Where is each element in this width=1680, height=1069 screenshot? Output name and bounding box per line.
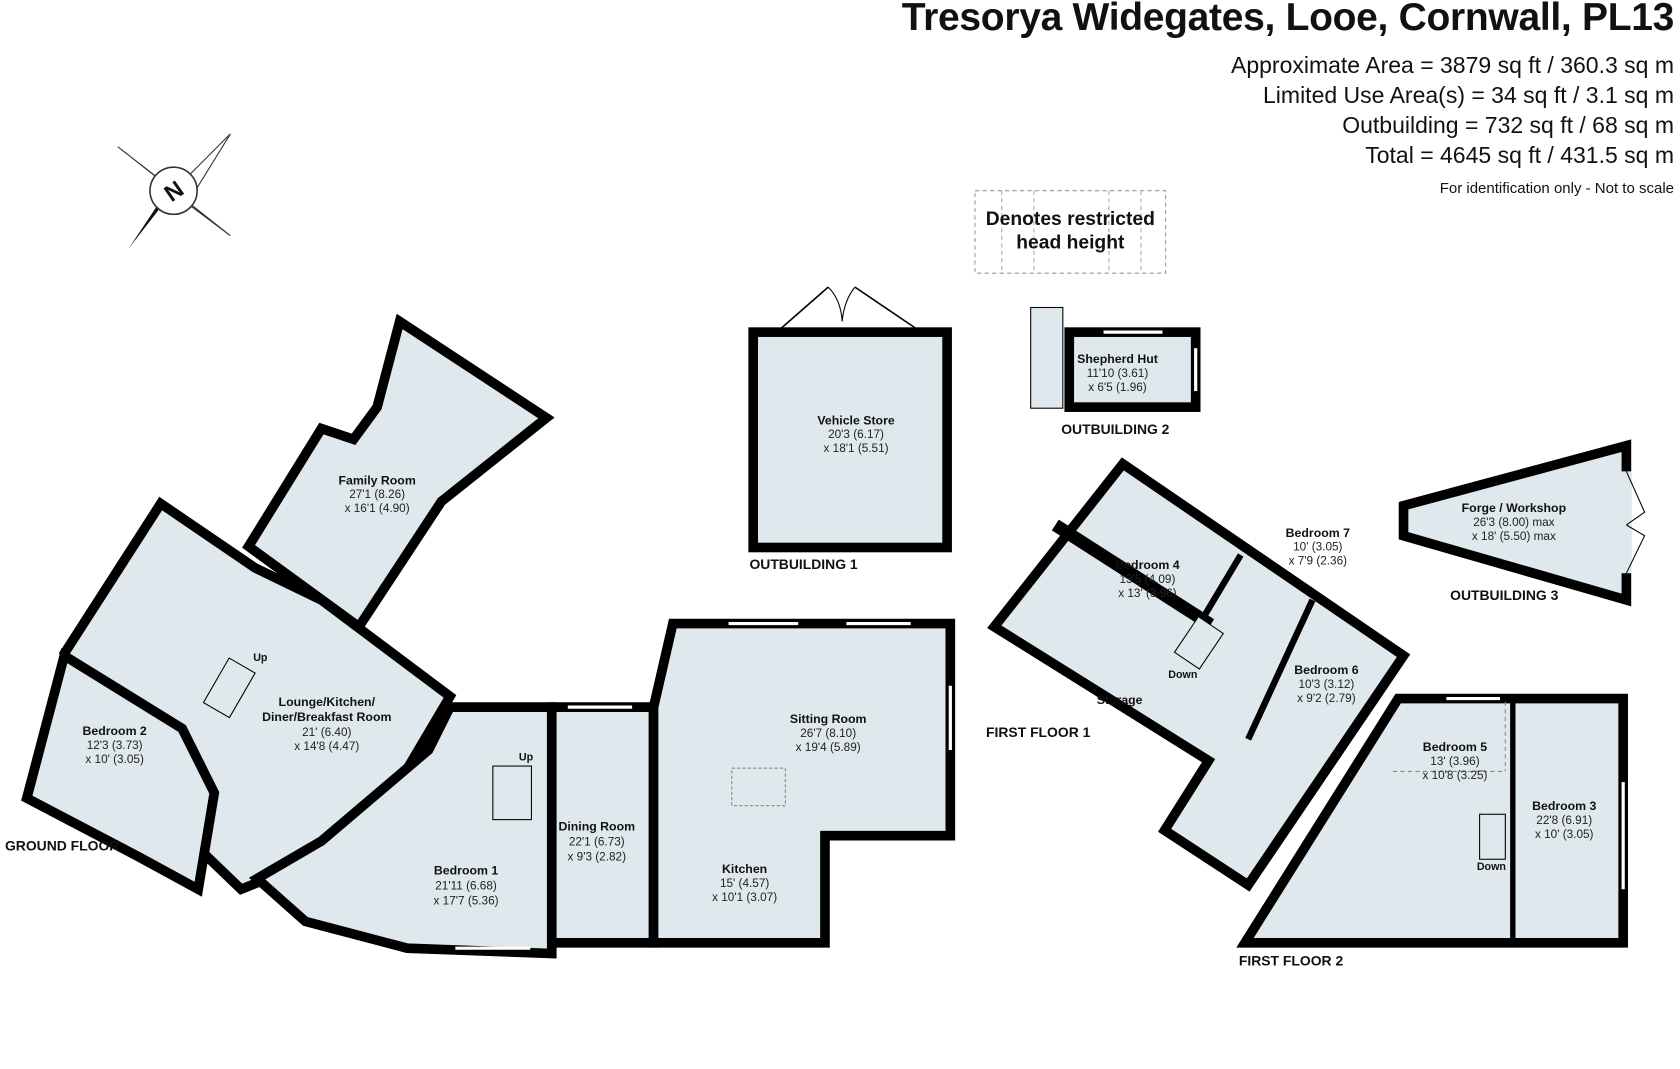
stairs-2 [202,657,256,719]
family-room-area [242,313,555,634]
bedroom1-area [248,702,557,959]
property-title: Tresorya Widegates, Looe, Cornwall, PL13 [901,0,1675,39]
bedroom4-dim2: x 13' (3.96) [1118,587,1177,600]
forge-dim1: 26'3 (8.00) max [1473,516,1554,529]
lounge-dim1: 21' (6.40) [302,726,351,739]
hut-steps [1030,306,1064,409]
bedroom7-name: Bedroom 7 [1286,526,1350,540]
bedroom1-dim2: x 17'7 (5.36) [434,894,499,907]
bedroom4-name: Bedroom 4 [1115,558,1179,572]
bedroom4-dim1: 13'5 (4.09) [1120,573,1176,586]
outbuilding3-label: OUTBUILDING 3 [1450,587,1558,603]
first-floor2-area [1236,693,1628,948]
outbuilding2-label: OUTBUILDING 2 [1061,421,1169,437]
forge-dim2: x 18' (5.50) max [1472,530,1556,543]
vehicle-store-area [748,327,952,553]
bedroom3-dim2: x 10' (3.05) [1535,828,1594,841]
bedroom3-name: Bedroom 3 [1532,799,1596,813]
disclaimer-note: For identification only - Not to scale [1439,180,1674,197]
first-floor2-plan [1236,693,1628,948]
ground-floor-plan [21,313,956,959]
bedroom6-name: Bedroom 6 [1294,663,1358,677]
bedroom5-dim2: x 10'8 (3.25) [1422,769,1487,782]
storage-name: Storage [1097,693,1143,707]
ground-floor-label: GROUND FLOOR [5,838,119,854]
legend-line1: Denotes restricted [986,209,1155,230]
first-floor2-label: FIRST FLOOR 2 [1239,952,1344,968]
stairs-3 [1173,615,1225,670]
first-floor1-plan [987,457,1411,892]
stairs-down-label: Down [1168,669,1197,681]
bedroom7-dim1: 10' (3.05) [1293,541,1342,554]
compass-icon: N [117,133,231,249]
stairs-up-label: Up [253,652,268,664]
bedroom1-dim1: 21'11 (6.68) [435,879,497,892]
outbuilding2-plan [1030,306,1201,412]
kitchen-dim1: 15' (4.57) [720,877,769,890]
forge-name: Forge / Workshop [1462,501,1567,515]
outbuilding-area: Outbuilding = 732 sq ft / 68 sq m [1342,112,1674,138]
roof-light [731,767,786,807]
first-floor1-area [987,457,1411,892]
shepherd-hut-dim1: 11'10 (3.61) [1087,367,1149,380]
lounge-name2: Diner/Breakfast Room [262,710,391,724]
sitting-room-dim1: 26'7 (8.10) [800,727,856,740]
approximate-area: Approximate Area = 3879 sq ft / 360.3 sq… [1230,52,1674,78]
legend-line2: head height [1016,233,1125,254]
bedroom3-dim1: 22'8 (6.91) [1536,814,1592,827]
bedroom6-dim2: x 9'2 (2.79) [1297,692,1356,705]
bedroom2-area [21,648,220,897]
lounge-dim2: x 14'8 (4.47) [294,740,359,753]
family-room-dim1: 27'1 (8.26) [349,488,405,501]
vehicle-store-name: Vehicle Store [817,413,894,427]
shepherd-hut-name: Shepherd Hut [1077,352,1158,366]
sitting-kitchen-area [648,618,956,948]
outbuilding1-label: OUTBUILDING 1 [749,556,857,572]
outbuilding1-plan [748,286,952,553]
bedroom5-dim1: 13' (3.96) [1430,755,1479,768]
stairs-down-label: Down [1477,861,1506,873]
stairs-4 [1479,813,1506,860]
bedroom5-name: Bedroom 5 [1423,740,1487,754]
bedroom2-dim2: x 10' (3.05) [85,753,144,766]
vehicle-store-dim1: 20'3 (6.17) [828,428,884,441]
dining-room-dim2: x 9'3 (2.82) [568,850,627,863]
sitting-room-dim2: x 19'4 (5.89) [796,741,861,754]
restricted-height-legend: Denotes restricted head height [974,190,1167,274]
bedroom1-name: Bedroom 1 [434,863,498,877]
shepherd-hut-dim2: x 6'5 (1.96) [1088,381,1147,394]
total-area: Total = 4645 sq ft / 431.5 sq m [1365,142,1674,168]
vehicle-store-dim2: x 18'1 (5.51) [824,442,889,455]
stairs-up-label: Up [519,752,534,764]
dining-room-dim1: 22'1 (6.73) [569,835,625,848]
lounge-name1: Lounge/Kitchen/ [279,695,376,709]
sitting-room-name: Sitting Room [790,712,867,726]
forge-workshop-area [1398,439,1632,607]
outbuilding3-plan [1398,439,1646,607]
bedroom7-dim2: x 7'9 (2.36) [1289,555,1348,568]
bedroom2-name: Bedroom 2 [82,724,146,738]
dining-room-name: Dining Room [558,819,635,833]
family-room-name: Family Room [338,473,415,487]
stairs-1 [492,765,532,821]
kitchen-name: Kitchen [722,862,767,876]
first-floor1-label: FIRST FLOOR 1 [986,724,1091,740]
kitchen-dim2: x 10'1 (3.07) [712,891,777,904]
limited-use-area: Limited Use Area(s) = 34 sq ft / 3.1 sq … [1263,82,1674,108]
bedroom2-dim1: 12'3 (3.73) [87,739,143,752]
bedroom6-dim1: 10'3 (3.12) [1298,678,1354,691]
family-room-dim2: x 16'1 (4.90) [345,502,410,515]
